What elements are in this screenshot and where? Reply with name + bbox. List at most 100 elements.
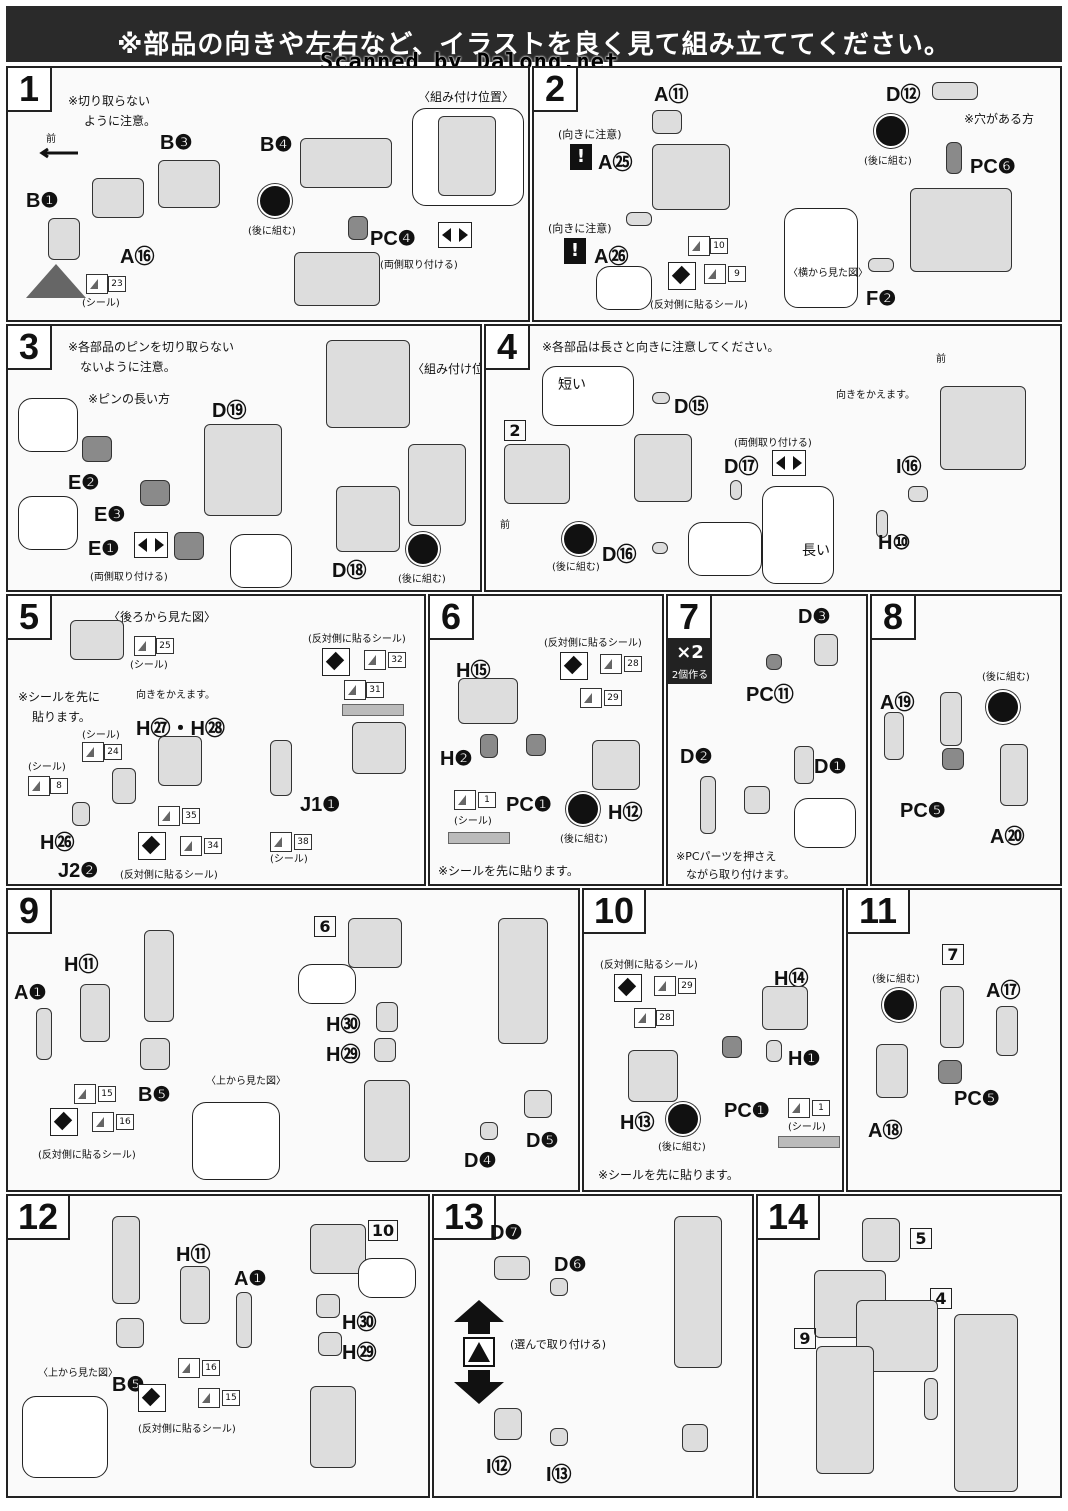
seal-icon [158, 806, 180, 826]
part-illustration [504, 444, 570, 504]
part-illustration [270, 740, 292, 796]
part-label: D❹ [464, 1150, 497, 1172]
step-14: 14 5 4 9 [756, 1194, 1062, 1498]
callout-detail [688, 522, 762, 576]
after-text: (後に組む) [552, 562, 600, 573]
note: ※PCパーツを押さえ [676, 850, 777, 863]
step-number: 3 [8, 326, 52, 370]
part-label: D⑫ [886, 84, 921, 106]
opposite-seal-icon [560, 652, 588, 680]
part-label: A⑲ [880, 692, 915, 714]
step-number: 11 [848, 890, 910, 934]
front-label: 前 [46, 134, 56, 145]
part-label: B❺ [138, 1084, 171, 1106]
part-illustration [814, 634, 838, 666]
seal-number: 23 [108, 276, 126, 292]
seal-number: 1 [478, 792, 496, 808]
seal-number: 16 [202, 1360, 220, 1376]
callout-long [762, 486, 834, 584]
part-illustration [730, 480, 742, 500]
seal-number: 28 [624, 656, 642, 672]
both-sides-icon [134, 532, 168, 558]
part-illustration [550, 1278, 568, 1296]
part-label: PC❺ [954, 1088, 1000, 1110]
sub-step-ref: 6 [314, 916, 336, 937]
seal-number: 38 [294, 834, 312, 850]
seal-icon [198, 1388, 220, 1408]
short-label: 短い [558, 377, 586, 393]
arrow-icon [39, 147, 78, 159]
part-label: H⑪ [64, 954, 99, 976]
after-dot-icon [566, 792, 600, 826]
seal-icon [134, 636, 156, 656]
callout-top-view [22, 1396, 108, 1478]
part-illustration [942, 748, 964, 770]
part-illustration [494, 1256, 530, 1280]
part-illustration [940, 692, 962, 746]
header-title: ※部品の向きや左右など、イラストを良く見て組み立ててください。 [117, 30, 951, 60]
seal-number: 24 [104, 744, 122, 760]
seal-icon [82, 742, 104, 762]
opposite-seal-icon [322, 648, 350, 676]
step-number: 14 [758, 1196, 820, 1240]
seal-icon [178, 1358, 200, 1378]
part-illustration [364, 1080, 410, 1162]
sub-step-ref: 2 [504, 420, 526, 441]
part-illustration [868, 258, 894, 272]
after-dot-icon [258, 184, 292, 218]
step-number: 7 [668, 596, 712, 640]
part-illustration [180, 1266, 210, 1324]
seal-icon [634, 1008, 656, 1028]
part-illustration [700, 776, 716, 834]
part-label: I⑯ [896, 456, 922, 478]
step-8: 8 (後に組む) A⑲ PC❺ A⑳ [870, 594, 1062, 886]
part-label: PC❶ [724, 1100, 770, 1122]
step-number: 2 [534, 68, 578, 112]
after-text: (後に組む) [872, 974, 920, 985]
both-text: (両側取り付ける) [90, 572, 168, 583]
quantity-sub: 2個作る [668, 668, 712, 684]
seal-icon [688, 236, 710, 256]
part-label: H㉖ [40, 832, 75, 854]
seal-icon [364, 650, 386, 670]
after-dot-icon [874, 114, 908, 148]
seal-number: 15 [98, 1086, 116, 1102]
part-illustration [72, 802, 90, 826]
step-13: 13 D❼ D❻ (選んで取り付ける) I⑫ I⑬ [432, 1194, 754, 1498]
seal-text: (シール) [788, 1122, 826, 1133]
seal-text: (シール) [28, 762, 66, 773]
seal-icon [600, 654, 622, 674]
opp-text: (反対側に貼るシール) [308, 634, 406, 645]
part-label: D⑰ [724, 456, 759, 478]
part-label: A⑱ [868, 1120, 903, 1142]
sub-step-ref: 7 [942, 944, 964, 965]
seal-first-note: ※シールを先に貼ります。 [438, 864, 579, 878]
seal-number: 28 [656, 1010, 674, 1026]
part-label: A⑪ [654, 84, 689, 106]
part-illustration [374, 1038, 396, 1062]
both-text: (両側取り付ける) [734, 438, 812, 449]
part-label: H⑫ [608, 802, 643, 824]
part-label: PC❶ [506, 794, 552, 816]
part-illustration [524, 1090, 552, 1118]
note: ※各部品のピンを切り取らない [68, 340, 235, 354]
part-label: D⑱ [332, 560, 367, 582]
side-view-title: 〈横から見た図〉 [788, 268, 868, 279]
part-illustration [766, 654, 782, 670]
step-4: 4 ※各部品は長さと向きに注意してください。 短い D⑮ 2 (両側取り付ける)… [484, 324, 1062, 592]
part-illustration [910, 188, 1012, 272]
callout-side-view [784, 208, 858, 308]
after-text: (後に組む) [398, 574, 446, 585]
part-label: H⑩ [878, 532, 911, 554]
seal-number: 34 [204, 838, 222, 854]
part-illustration [794, 746, 814, 784]
part-illustration [174, 532, 204, 560]
note: ながら取り付けます。 [686, 868, 795, 881]
part-label: D❺ [526, 1130, 559, 1152]
step-number: 12 [8, 1196, 70, 1240]
seal-icon [654, 976, 676, 996]
callout-detail [230, 534, 292, 588]
part-illustration [310, 1386, 356, 1468]
step-9: 9 H⑪ A❶ B❺ 〈上から見た図〉 15 16 (反対側に貼るシール) 6 … [6, 888, 580, 1192]
sub-step-ref: 4 [930, 1288, 952, 1309]
